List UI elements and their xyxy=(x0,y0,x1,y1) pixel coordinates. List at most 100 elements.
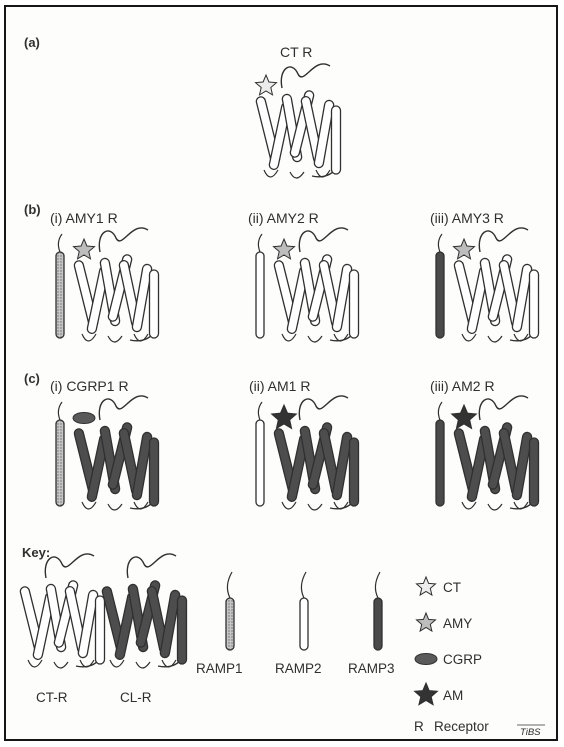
n-terminal-tail xyxy=(479,396,528,420)
amy3-receptor-diagram xyxy=(436,228,539,342)
panel-c-letter: (c) xyxy=(24,371,40,386)
ligand-shape xyxy=(417,613,436,631)
key-title: Key: xyxy=(22,545,50,560)
receptor-body xyxy=(436,228,539,342)
ramp-tail xyxy=(58,402,62,420)
amy2-receptor-diagram xyxy=(256,228,359,342)
receptor-body xyxy=(256,396,359,510)
ramp-tail xyxy=(301,572,306,598)
tm-helix-7 xyxy=(332,106,341,174)
intracellular-loops xyxy=(82,334,148,342)
ramp-tail xyxy=(58,234,62,252)
intracellular-loops xyxy=(282,502,348,510)
amy1-receptor-diagram xyxy=(56,228,159,342)
amy3-receptor-title: (iii) AMY3 R xyxy=(430,210,504,226)
am2-receptor-title: (iii) AM2 R xyxy=(430,378,495,394)
n-terminal-tail xyxy=(299,228,348,252)
key-cgrp-label: CGRP xyxy=(443,652,482,667)
key-ct-receptor xyxy=(19,554,104,668)
n-terminal-tail xyxy=(99,396,148,420)
panel-a-letter: (a) xyxy=(24,35,40,50)
key-ct-r-label: CT-R xyxy=(36,690,68,705)
key-r-symbol: R xyxy=(414,719,424,734)
intracellular-loops xyxy=(110,660,176,668)
amy-ligand xyxy=(74,239,95,259)
receptor-body xyxy=(101,554,186,668)
panel-b-letter: (b) xyxy=(24,202,41,217)
ct-ligand xyxy=(256,75,277,95)
tm-helix-7 xyxy=(150,270,159,338)
n-terminal-tail xyxy=(281,64,330,88)
receptor-body xyxy=(56,396,159,510)
intracellular-loops xyxy=(462,502,528,510)
key-r-meaning: Receptor xyxy=(434,719,489,734)
key-ramp1-helix xyxy=(226,572,234,650)
ligand-shape xyxy=(417,577,436,595)
key-ct-label: CT xyxy=(443,580,461,595)
ramp-helix xyxy=(374,598,382,650)
receptor-body xyxy=(436,396,539,510)
amy-ligand xyxy=(274,239,295,259)
am-ligand-icon xyxy=(415,683,438,705)
cgrp-ligand-icon xyxy=(415,654,437,665)
tm-helix-7 xyxy=(530,270,539,338)
ramp-tail xyxy=(438,402,442,420)
ct-receptor-diagram xyxy=(255,64,340,178)
ramp-tail xyxy=(438,234,442,252)
ligand-shape xyxy=(415,683,438,705)
ramp-helix xyxy=(256,420,264,506)
amy-ligand-icon xyxy=(417,613,436,631)
intracellular-loops xyxy=(82,502,148,510)
n-terminal-tail xyxy=(479,228,528,252)
ramp-helix xyxy=(56,252,64,338)
key-am-label: AM xyxy=(443,688,463,703)
ct-ligand-icon xyxy=(417,577,436,595)
panel-a-title: CT R xyxy=(280,44,312,60)
cgrp1-receptor-diagram xyxy=(56,396,159,510)
am2-receptor-diagram xyxy=(436,396,539,510)
ramp-tail xyxy=(227,572,232,598)
receptor-body xyxy=(256,228,359,342)
tm-helix-7 xyxy=(178,596,187,664)
intracellular-loops xyxy=(282,334,348,342)
n-terminal-tail xyxy=(299,396,348,420)
ramp-helix xyxy=(226,598,234,650)
key-ramp3-label: RAMP3 xyxy=(348,661,395,676)
tm-helix-7 xyxy=(350,438,359,506)
cgrp-ligand xyxy=(73,413,95,424)
am-ligand xyxy=(272,405,297,429)
key-ramp1-label: RAMP1 xyxy=(196,661,243,676)
cgrp1-receptor-title: (i) CGRP1 R xyxy=(50,378,129,394)
tm-helix-7 xyxy=(350,270,359,338)
key-cl-r-label: CL-R xyxy=(120,690,152,705)
n-terminal-tail xyxy=(99,228,148,252)
ramp-helix xyxy=(56,420,64,506)
key-ramp2-helix xyxy=(300,572,308,650)
amy1-receptor-title: (i) AMY1 R xyxy=(50,210,118,226)
receptor-body xyxy=(56,228,159,342)
receptor-body xyxy=(255,64,340,178)
ramp-helix xyxy=(436,420,444,506)
intracellular-loops xyxy=(264,170,330,178)
tm-helix-7 xyxy=(96,596,105,664)
n-terminal-tail xyxy=(127,554,176,578)
intracellular-loops xyxy=(462,334,528,342)
key-amy-label: AMY xyxy=(443,616,472,631)
ramp-tail xyxy=(258,402,262,420)
key-ramp2-label: RAMP2 xyxy=(275,661,322,676)
credit-label: TiBS xyxy=(520,727,541,738)
am-ligand xyxy=(452,405,477,429)
tm-helix-7 xyxy=(150,438,159,506)
tm-helix-7 xyxy=(530,438,539,506)
n-terminal-tail xyxy=(45,554,94,578)
receptor-body xyxy=(19,554,104,668)
ramp-helix xyxy=(300,598,308,650)
ligand-shape xyxy=(415,654,437,665)
ramp-helix xyxy=(436,252,444,338)
intracellular-loops xyxy=(28,660,94,668)
ramp-tail xyxy=(375,572,380,598)
key-ramp3-helix xyxy=(374,572,382,650)
am1-receptor-diagram xyxy=(256,396,359,510)
amy2-receptor-title: (ii) AMY2 R xyxy=(248,210,319,226)
